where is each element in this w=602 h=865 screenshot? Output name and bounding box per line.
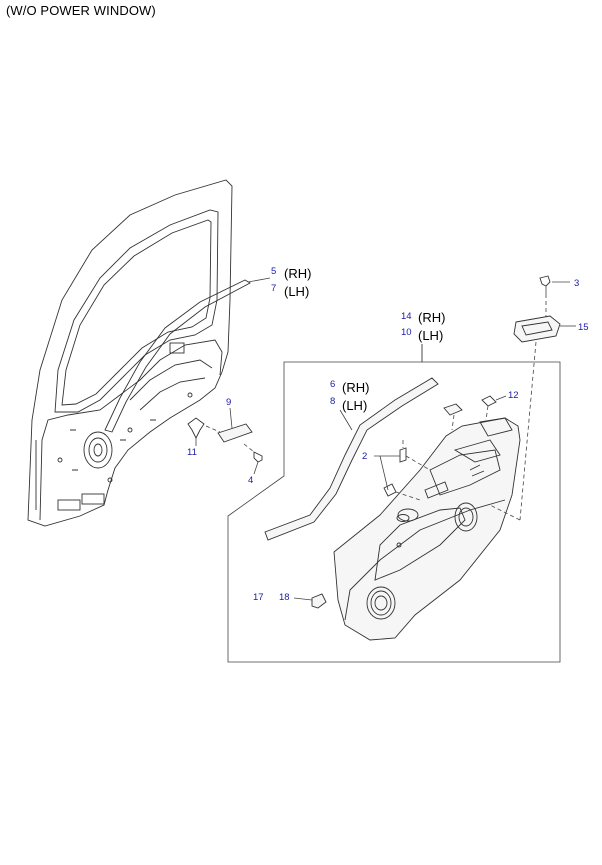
- weatherstrip-inner: [264, 377, 439, 541]
- part-12-clip: [481, 395, 497, 407]
- part-4-screw: [253, 451, 263, 463]
- callout-17: 17: [253, 592, 264, 603]
- callout-14: 14: [401, 311, 412, 322]
- callout-10: 10: [401, 327, 412, 338]
- side-rh-b: (RH): [418, 310, 445, 325]
- part-2-screw: [399, 447, 407, 463]
- callout-labels: 5 (RH) 7 (LH) 14 (RH) 10 (LH) 6 (RH) 8 (…: [187, 266, 589, 603]
- callout-18: 18: [279, 592, 290, 603]
- callout-7: 7: [271, 283, 276, 294]
- diagram-title: (W/O POWER WINDOW): [6, 3, 156, 18]
- side-lh-a: (LH): [284, 284, 309, 299]
- trim-assembly-box: [227, 344, 561, 663]
- callout-12: 12: [508, 390, 519, 401]
- part-18-clip: [311, 593, 327, 609]
- part-3-screw: [539, 275, 551, 287]
- left-group-leaders: [187, 277, 271, 475]
- speaker-grille-upper: [454, 502, 478, 532]
- callout-2: 2: [362, 451, 367, 462]
- door-frame: [27, 179, 251, 527]
- callout-15: 15: [578, 322, 589, 333]
- side-rh-a: (RH): [284, 266, 311, 281]
- callout-11: 11: [187, 447, 197, 458]
- side-lh-c: (LH): [342, 398, 367, 413]
- part-9-pad: [217, 423, 253, 443]
- callout-4: 4: [248, 475, 253, 486]
- part-11-clip: [187, 417, 205, 440]
- callout-8: 8: [330, 396, 335, 407]
- door-trim-panel: [333, 417, 521, 641]
- side-lh-b: (LH): [418, 328, 443, 343]
- callout-6: 6: [330, 379, 335, 390]
- callout-3: 3: [574, 278, 579, 289]
- part-15-handle-cup: [513, 315, 561, 343]
- callout-9: 9: [226, 397, 231, 408]
- right-group-small-parts: [293, 275, 576, 609]
- callout-5: 5: [271, 266, 276, 277]
- speaker-grille-lower: [366, 586, 396, 620]
- side-rh-c: (RH): [342, 380, 369, 395]
